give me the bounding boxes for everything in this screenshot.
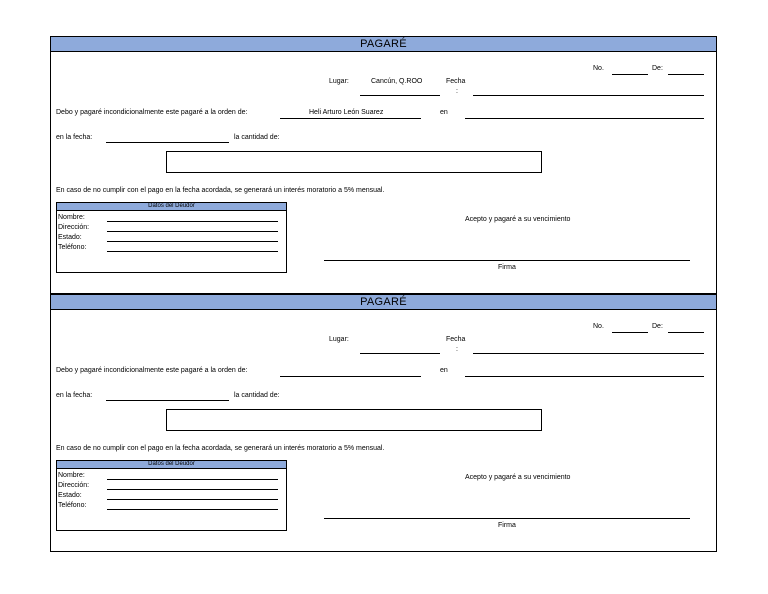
estado-label: Estado: [58,234,82,241]
telefono-field[interactable] [107,251,278,252]
interes-text: En caso de no cumplir con el pago en la … [56,445,385,452]
no-field[interactable] [612,74,648,75]
no-label: No. [593,65,604,72]
pagare-title: PAGARÉ [51,295,716,310]
no-label: No. [593,323,604,330]
orden-value: Heli Arturo León Suarez [309,109,384,116]
deudor-title: Datos del Deudor [57,203,286,211]
nombre-field[interactable] [107,221,278,222]
cantidad-label: la cantidad de: [234,392,280,399]
pagare-title: PAGARÉ [51,37,716,52]
direccion-field[interactable] [107,231,278,232]
en-field[interactable] [465,118,704,119]
en-la-fecha-label: en la fecha: [56,392,93,399]
firma-label: Firma [498,522,516,529]
pagare-form-2: PAGARÉ No. De: Lugar: Fecha : Debo y pag… [50,294,717,552]
en-la-fecha-field[interactable] [106,142,229,143]
fecha-field[interactable] [473,353,704,354]
fecha-colon: : [456,88,458,95]
cantidad-label: la cantidad de: [234,134,280,141]
telefono-label: Teléfono: [58,244,87,251]
nombre-label: Nombre: [58,214,85,221]
en-field[interactable] [465,376,704,377]
deudor-panel: Datos del Deudor Nombre: Dirección: Esta… [56,202,287,273]
deudor-title: Datos del Deudor [57,461,286,469]
no-field[interactable] [612,332,648,333]
estado-label: Estado: [58,492,82,499]
deudor-panel: Datos del Deudor Nombre: Dirección: Esta… [56,460,287,531]
lugar-field[interactable] [360,353,440,354]
lugar-field[interactable] [360,95,440,96]
interes-text: En caso de no cumplir con el pago en la … [56,187,385,194]
estado-field[interactable] [107,241,278,242]
fecha-label: Fecha [446,78,466,85]
lugar-label: Lugar: [329,336,349,343]
telefono-label: Teléfono: [58,502,87,509]
orden-text: Debo y pagaré incondicionalmente este pa… [56,109,248,116]
cantidad-box[interactable] [166,409,542,431]
fecha-label: Fecha [446,336,466,343]
de-label: De: [652,323,663,330]
orden-text: Debo y pagaré incondicionalmente este pa… [56,367,248,374]
de-label: De: [652,65,663,72]
orden-field[interactable] [280,376,421,377]
direccion-field[interactable] [107,489,278,490]
en-la-fecha-field[interactable] [106,400,229,401]
acepto-text: Acepto y pagaré a su vencimiento [465,474,571,481]
firma-label: Firma [498,264,516,271]
lugar-label: Lugar: [329,78,349,85]
fecha-colon: : [456,346,458,353]
orden-field[interactable] [280,118,421,119]
en-label: en [440,367,448,374]
de-field[interactable] [668,332,704,333]
acepto-text: Acepto y pagaré a su vencimiento [465,216,571,223]
direccion-label: Dirección: [58,482,90,489]
pagare-form-1: PAGARÉ No. De: Lugar: Cancún, Q.ROO Fech… [50,36,717,294]
cantidad-box[interactable] [166,151,542,173]
en-la-fecha-label: en la fecha: [56,134,93,141]
firma-line[interactable] [324,518,690,519]
de-field[interactable] [668,74,704,75]
telefono-field[interactable] [107,509,278,510]
firma-line[interactable] [324,260,690,261]
fecha-field[interactable] [473,95,704,96]
estado-field[interactable] [107,499,278,500]
nombre-field[interactable] [107,479,278,480]
en-label: en [440,109,448,116]
direccion-label: Dirección: [58,224,90,231]
lugar-value: Cancún, Q.ROO [371,78,423,85]
nombre-label: Nombre: [58,472,85,479]
